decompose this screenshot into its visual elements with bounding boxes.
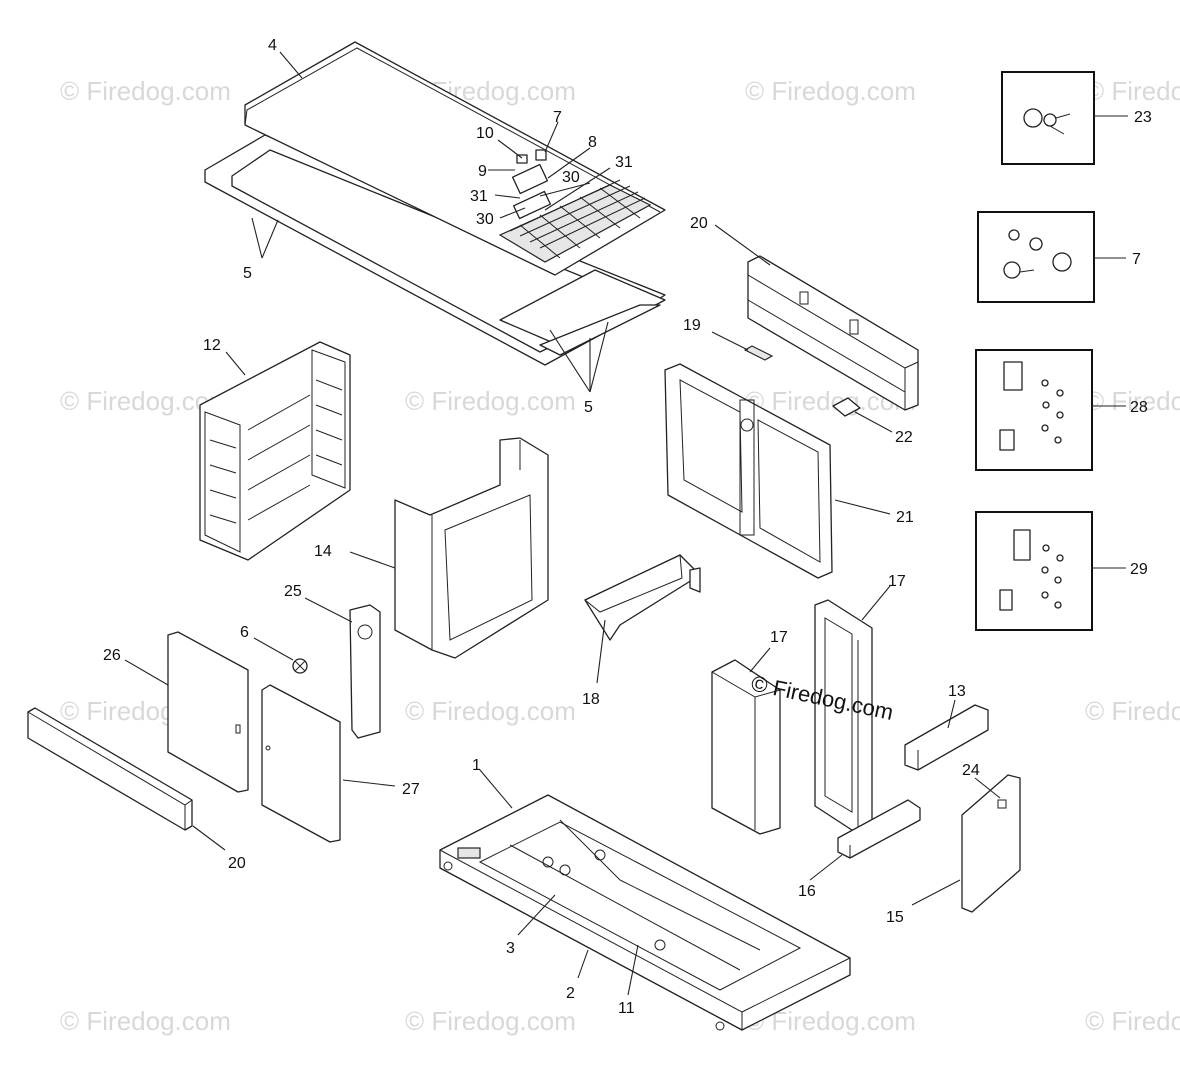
part-16-rail — [837, 799, 921, 859]
callout-10: 10 — [476, 125, 494, 142]
watermark-text: © Firedog.com — [1085, 1006, 1180, 1036]
watermark-text: © Firedog.com — [405, 1006, 576, 1036]
callout-5-bottom: 5 — [584, 399, 593, 416]
callout-9: 9 — [478, 163, 487, 180]
callout-labels: 4 5 5 10 7 8 9 31 30 31 30 20 19 22 21 1… — [103, 37, 1152, 1017]
inset-box-7 — [977, 211, 1095, 303]
part-12-side-grille — [199, 341, 351, 561]
callout-15: 15 — [886, 909, 904, 926]
watermark-text: © Firedog.com — [1085, 696, 1180, 726]
leader-lines — [124, 51, 1128, 996]
callout-30-left: 30 — [476, 211, 494, 228]
callout-28: 28 — [1130, 399, 1148, 416]
callout-30-right: 30 — [562, 169, 580, 186]
part-15-side-panel — [961, 774, 1021, 913]
callout-20-top: 20 — [690, 215, 708, 232]
callout-25: 25 — [284, 583, 302, 600]
callout-6: 6 — [240, 624, 249, 641]
callout-27: 27 — [402, 781, 420, 798]
callout-19: 19 — [683, 317, 701, 334]
watermark-layer: © Firedog.com © Firedog.com © Firedog.co… — [60, 76, 1180, 1036]
part-13-block — [904, 704, 989, 771]
part-25-column — [349, 604, 381, 739]
part-22-bracket — [832, 397, 861, 417]
part-19-clip — [743, 345, 774, 361]
part-4-top-panel — [244, 41, 666, 276]
callout-7-box: 7 — [1132, 251, 1141, 268]
callout-3: 3 — [506, 940, 515, 957]
inset-box-28 — [975, 349, 1093, 471]
callout-24: 24 — [962, 762, 980, 779]
callout-2: 2 — [566, 985, 575, 1002]
part-26-door — [167, 631, 249, 793]
part-17-post-cover — [711, 659, 781, 835]
callout-16: 16 — [798, 883, 816, 900]
callout-21: 21 — [896, 509, 914, 526]
callout-8: 8 — [588, 134, 597, 151]
callout-14: 14 — [314, 543, 332, 560]
part-20-upper-rail — [747, 255, 919, 411]
inset-box-29 — [975, 511, 1093, 631]
watermark-text: © Firedog.com — [405, 386, 576, 416]
part-14-center-housing — [394, 437, 549, 659]
watermark-text: © Firedog.com — [1085, 76, 1180, 106]
watermark-text: © Firedog.com — [405, 696, 576, 726]
part-18-tray — [584, 554, 701, 641]
callout-31-right: 31 — [615, 154, 633, 171]
callout-17-right: 17 — [888, 573, 906, 590]
callout-29: 29 — [1130, 561, 1148, 578]
callout-26: 26 — [103, 647, 121, 664]
callout-7-top: 7 — [553, 109, 562, 126]
callout-31-left: 31 — [470, 188, 488, 205]
callout-5-top: 5 — [243, 265, 252, 282]
callout-12: 12 — [203, 337, 221, 354]
callout-20-bottom: 20 — [228, 855, 246, 872]
part-27-door — [261, 684, 341, 843]
callout-22: 22 — [895, 429, 913, 446]
watermark-text: © Firedog.com — [60, 76, 231, 106]
part-20-lower-rail — [27, 707, 193, 831]
callout-23: 23 — [1134, 109, 1152, 126]
watermark-text: © Firedog.com — [60, 1006, 231, 1036]
part-1-base-frame — [439, 794, 851, 1031]
part-5-gasket-frame — [204, 134, 666, 366]
callout-4: 4 — [268, 37, 277, 54]
watermark-text: © Firedog.com — [745, 76, 916, 106]
callout-18: 18 — [582, 691, 600, 708]
callout-11: 11 — [618, 1000, 635, 1017]
part-6-knob — [292, 658, 308, 674]
watermark-text: © Firedog.com — [1085, 386, 1180, 416]
callout-13: 13 — [948, 683, 966, 700]
part-21-rear-frame — [664, 363, 833, 579]
callout-1: 1 — [472, 757, 481, 774]
callout-17-left: 17 — [770, 629, 788, 646]
inset-box-23 — [1001, 71, 1095, 165]
